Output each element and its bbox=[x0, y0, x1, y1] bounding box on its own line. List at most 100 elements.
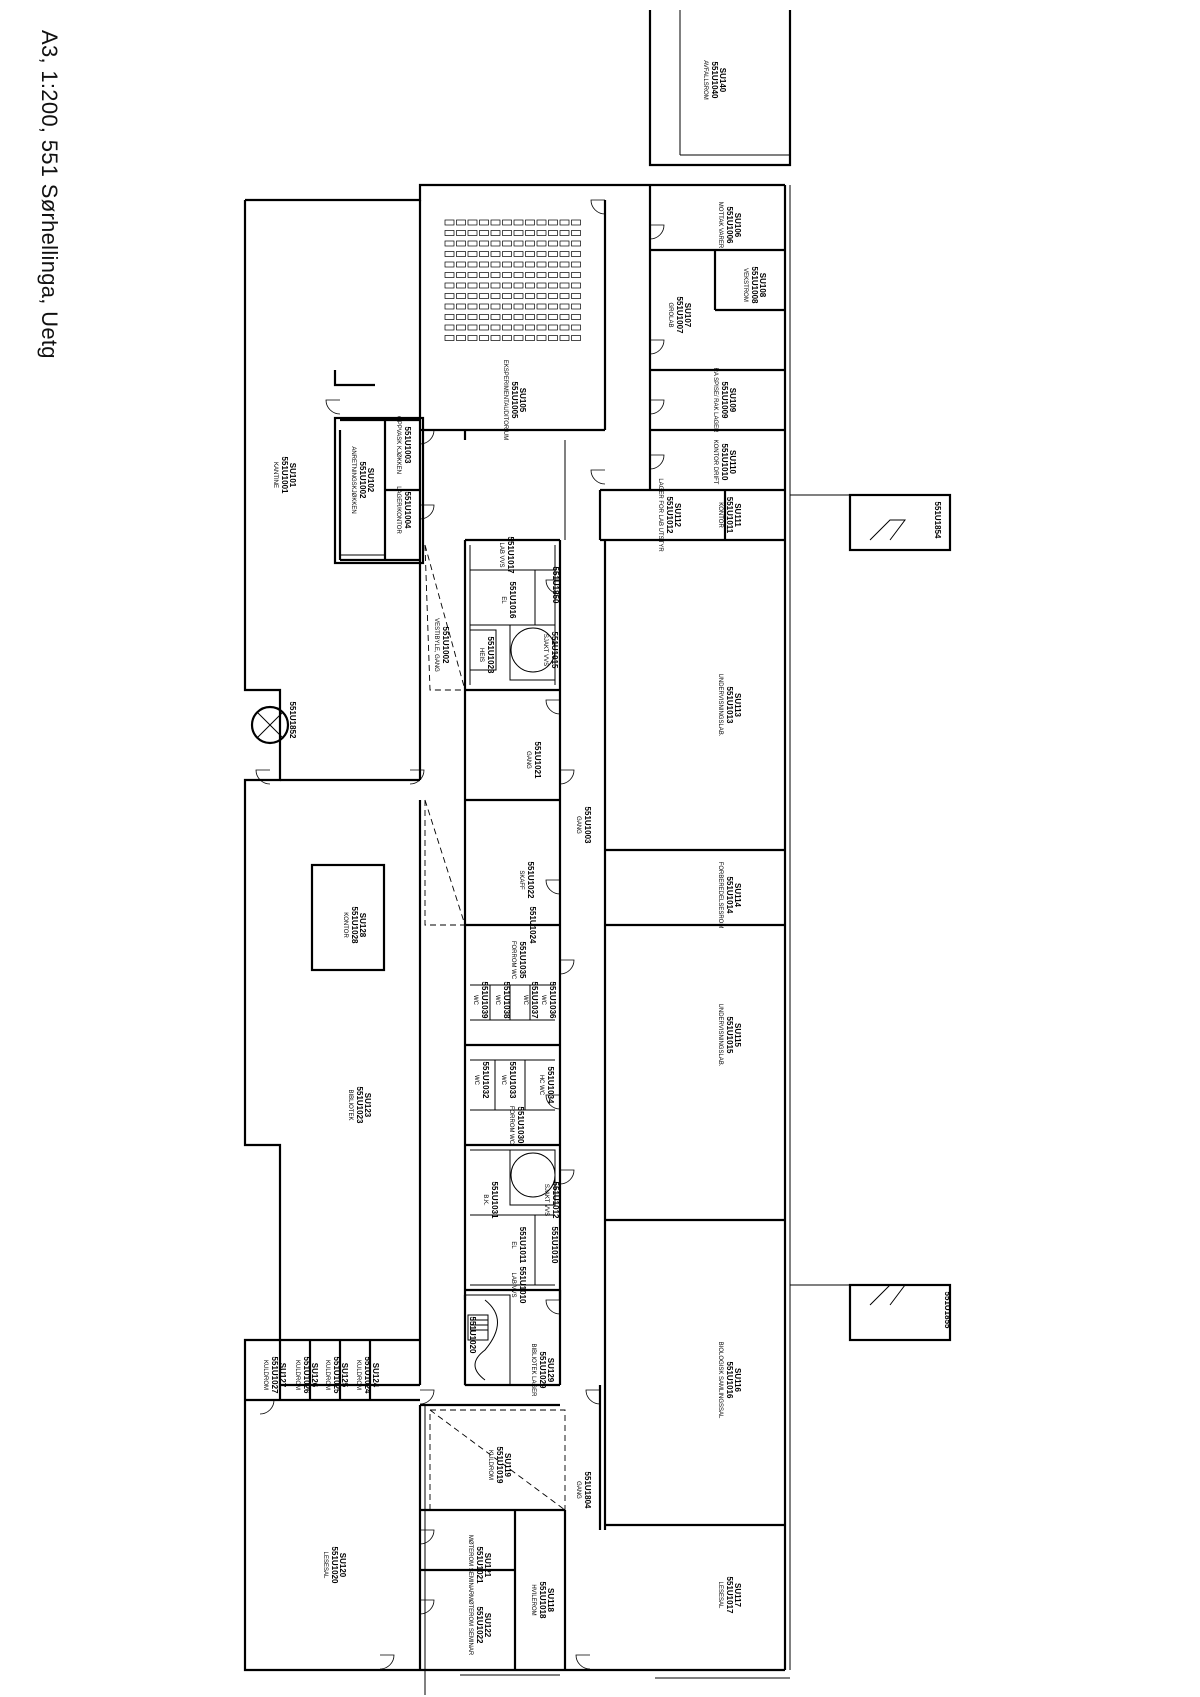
seat bbox=[548, 219, 558, 226]
seat bbox=[456, 282, 466, 289]
door-swing bbox=[545, 579, 561, 595]
seat bbox=[490, 335, 501, 341]
auditorium-seating bbox=[444, 219, 581, 341]
room-code: 551U1003 bbox=[403, 427, 412, 464]
sheet-title: A3, 1:200, 551 Sørhellinga, Uetg bbox=[37, 30, 62, 359]
seat bbox=[513, 335, 524, 341]
seat bbox=[467, 240, 478, 247]
seat bbox=[559, 251, 570, 257]
seat bbox=[536, 335, 547, 341]
room-label: 551U1854 bbox=[933, 502, 942, 539]
building-outline bbox=[243, 183, 791, 1695]
seat bbox=[525, 303, 535, 310]
seat bbox=[548, 314, 558, 320]
seat bbox=[513, 282, 524, 289]
room-code: SU115 bbox=[733, 1023, 742, 1048]
door-swing bbox=[590, 469, 606, 485]
seat bbox=[571, 324, 581, 331]
seat bbox=[479, 303, 489, 310]
room-name: KULDROM bbox=[324, 1360, 330, 1390]
room-name: WC bbox=[500, 1075, 506, 1086]
seat bbox=[525, 230, 535, 236]
room-code: SU102 bbox=[366, 468, 375, 493]
room-name: EL bbox=[510, 1241, 516, 1249]
seat bbox=[502, 293, 512, 299]
seat bbox=[479, 251, 489, 257]
room-code: 551U1016 bbox=[508, 582, 517, 619]
room-name: GANG bbox=[525, 751, 531, 769]
room-label: 551U1010 bbox=[550, 1227, 559, 1264]
seat bbox=[456, 240, 466, 247]
room-code: 551U1012 bbox=[551, 1182, 560, 1219]
room-code: 551U1031 bbox=[490, 1182, 499, 1219]
seat bbox=[571, 303, 581, 310]
room-name: WC bbox=[472, 995, 478, 1006]
seat bbox=[559, 282, 570, 289]
room-code: SU107 bbox=[683, 303, 692, 328]
seat bbox=[536, 219, 547, 226]
seat bbox=[513, 303, 524, 310]
seat bbox=[513, 314, 524, 320]
seat bbox=[548, 303, 558, 310]
room-name: KONTOR bbox=[342, 912, 348, 938]
room-code: 551U1011 bbox=[518, 1227, 527, 1264]
room-code: 551U1022 bbox=[475, 1607, 484, 1644]
room-name: BIBLIOTEK LAGER bbox=[530, 1343, 536, 1397]
door-swing bbox=[590, 199, 606, 215]
seat bbox=[456, 314, 466, 320]
waste-room bbox=[648, 10, 792, 167]
seat bbox=[467, 282, 478, 289]
seat bbox=[444, 261, 455, 268]
room-code: SU121 bbox=[483, 1553, 492, 1578]
seat bbox=[513, 219, 524, 226]
seat bbox=[559, 314, 570, 320]
seat bbox=[548, 261, 558, 268]
seat bbox=[456, 261, 466, 268]
room-code: 551U1003 bbox=[583, 807, 592, 844]
room-code: 551U1001 bbox=[280, 457, 289, 494]
room-name: WC bbox=[494, 995, 500, 1006]
door-swing bbox=[325, 399, 341, 415]
seat bbox=[456, 324, 466, 331]
room-code: 551U1023 bbox=[355, 1087, 364, 1124]
annex-top bbox=[790, 493, 952, 552]
kitchen-block bbox=[333, 370, 425, 565]
seat bbox=[456, 303, 466, 310]
seat bbox=[513, 240, 524, 247]
room-name: FORROM WC bbox=[510, 941, 516, 980]
room-name: RA SPISE/ RAK LAGER bbox=[712, 367, 718, 433]
seat bbox=[456, 293, 466, 299]
seat bbox=[444, 324, 455, 331]
room-code: SU125 bbox=[340, 1363, 349, 1388]
room-code: 551U1804 bbox=[583, 1472, 592, 1509]
seat bbox=[571, 272, 581, 278]
room-code: 551U1005 bbox=[510, 382, 519, 419]
seat bbox=[467, 251, 478, 257]
room-code: 551U1015 bbox=[725, 1017, 734, 1054]
seat bbox=[536, 240, 547, 247]
seat bbox=[571, 282, 581, 289]
room-code: 551U1035 bbox=[518, 942, 527, 979]
room-name: GANG bbox=[575, 816, 581, 834]
seat bbox=[502, 230, 512, 236]
room-code: 551U1007 bbox=[675, 297, 684, 334]
room-code: 551U1037 bbox=[530, 982, 539, 1019]
seat bbox=[571, 240, 581, 247]
room-code: 551U1024 bbox=[528, 907, 537, 944]
